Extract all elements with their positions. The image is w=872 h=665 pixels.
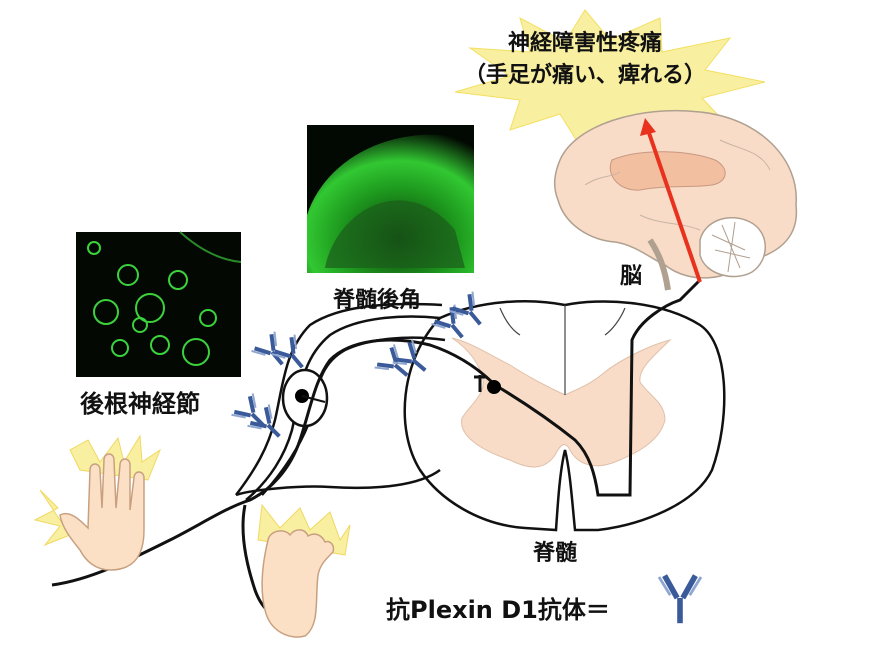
arrow-head — [640, 118, 656, 136]
brain-label: 脳 — [620, 264, 643, 289]
synapse-dot — [487, 380, 501, 394]
brain-illustration — [553, 109, 798, 291]
pain-signal-arrow — [646, 129, 702, 283]
dorsal-horn-label: 脊髄後角 — [333, 288, 422, 313]
hand-illustration — [33, 434, 162, 571]
dorsal-root-ganglion-image — [76, 231, 242, 377]
pain-burst-text: 神経障害性疼痛 （手足が痛い、痺れる） — [455, 28, 715, 92]
burst-subtitle: （手足が痛い、痺れる） — [463, 63, 706, 88]
foot-illustration — [257, 503, 351, 638]
legend-antibody-icon — [657, 574, 703, 624]
legend-text: 抗Plexin D1抗体＝ — [386, 596, 610, 624]
sensory-neuron — [51, 278, 702, 587]
dorsal-horn-image — [307, 125, 474, 273]
burst-title: 神経障害性疼痛 — [507, 31, 662, 56]
spinal-cord-illustration — [403, 300, 726, 532]
spinal-cord-label: 脊髄 — [533, 541, 578, 566]
dorsal-root-ganglion-label: 後根神経節 — [80, 390, 200, 418]
